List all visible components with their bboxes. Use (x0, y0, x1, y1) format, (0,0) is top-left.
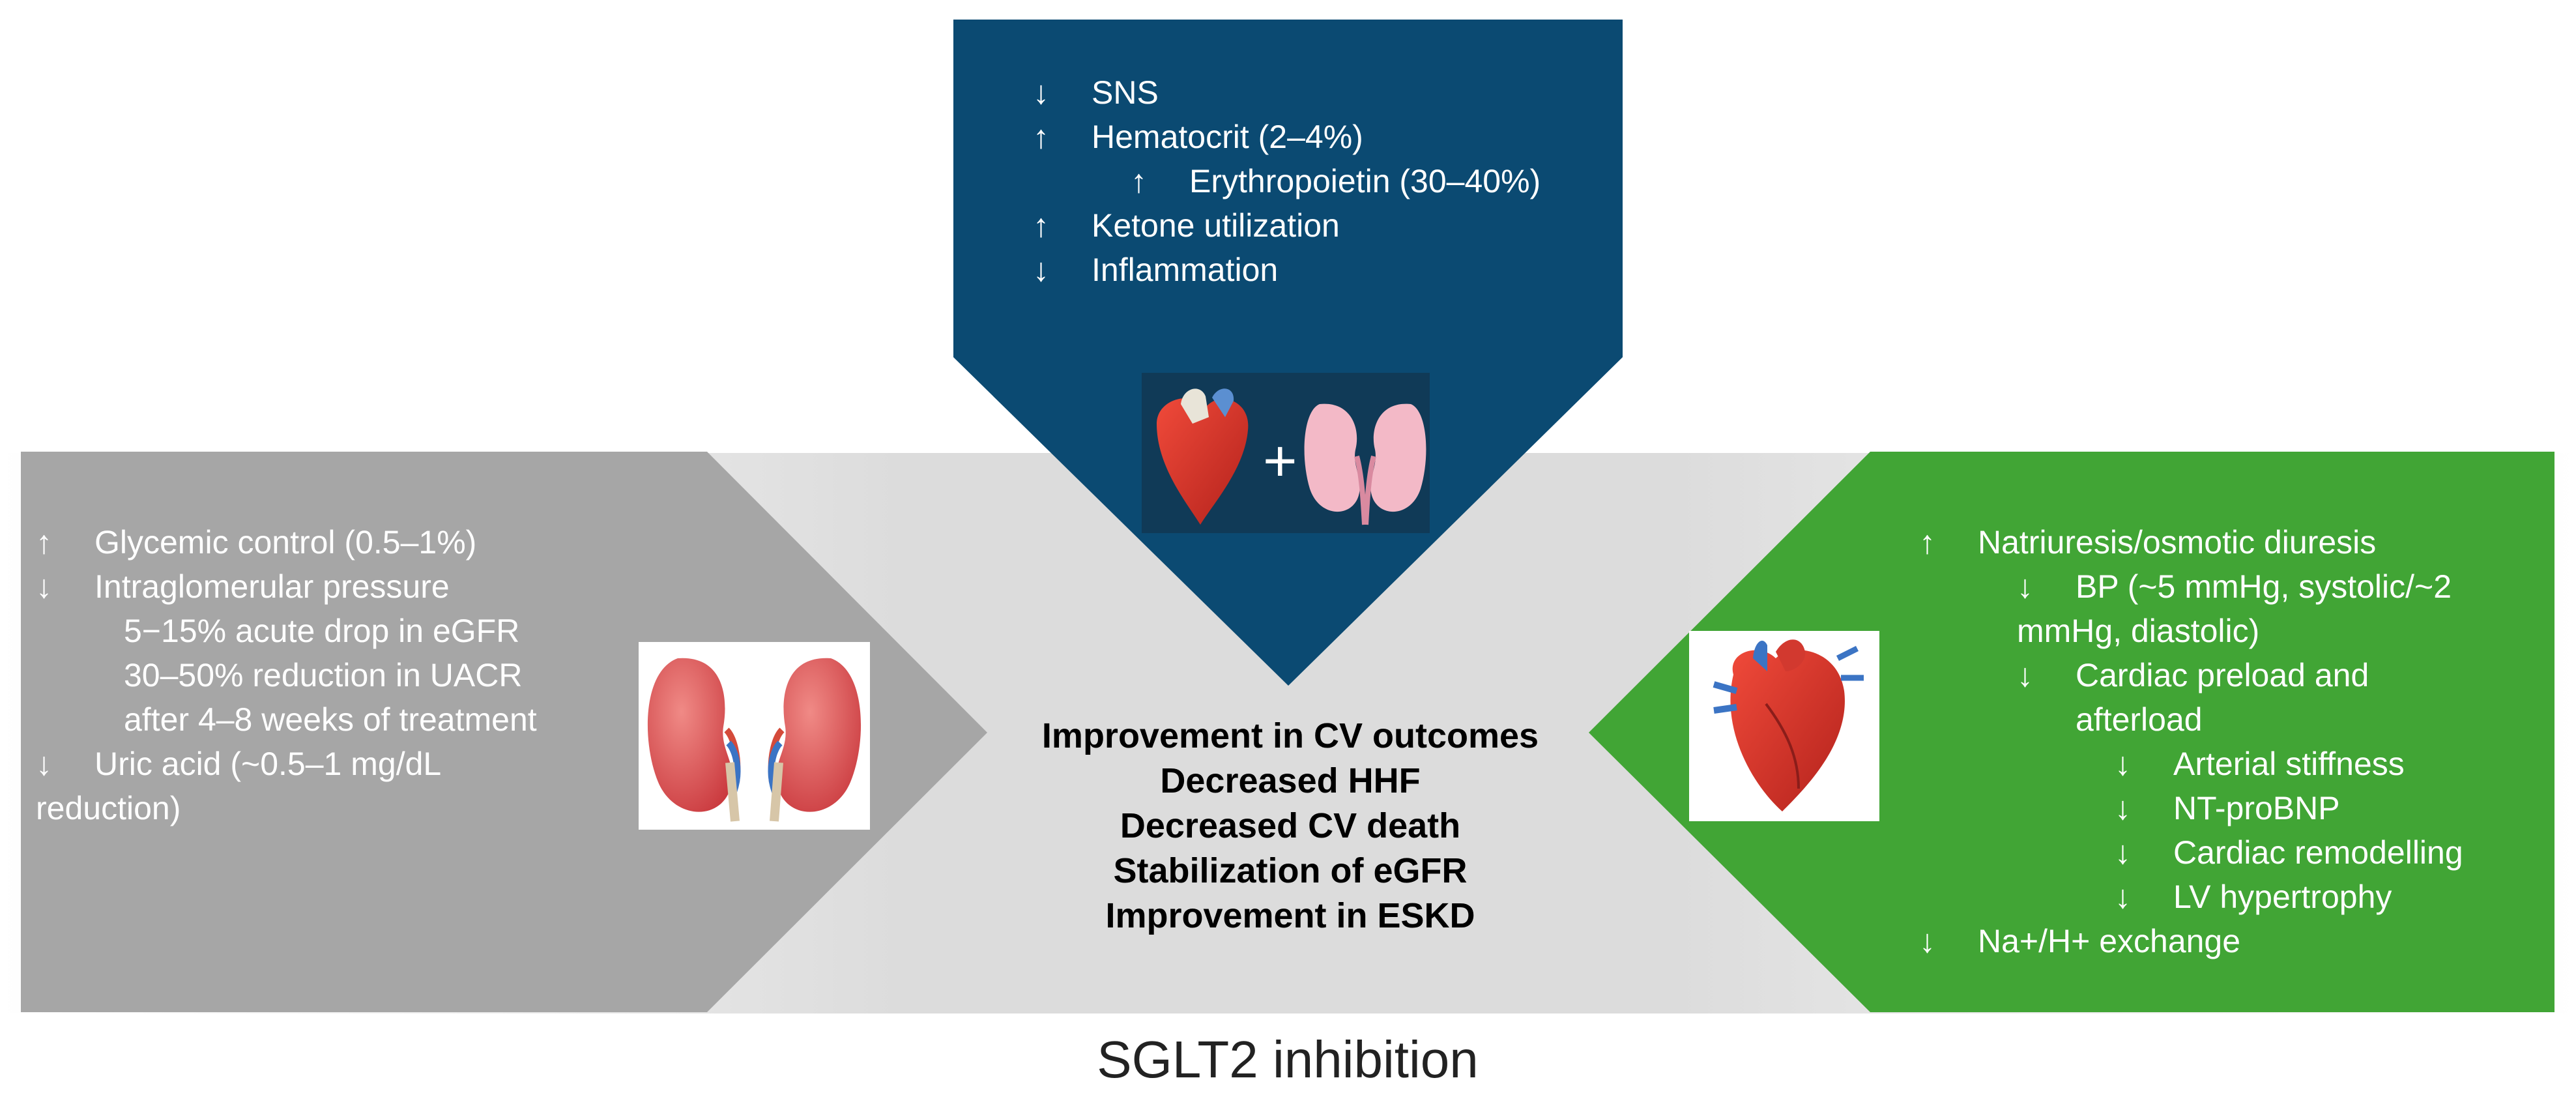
down-arrow-icon: ↓ (36, 568, 52, 605)
down-arrow-icon: ↓ (1919, 923, 1935, 959)
up-arrow-icon: ↑ (36, 524, 52, 561)
list-item: ↑ Ketone utilization (1033, 203, 1619, 248)
down-arrow-icon: ↓ (2115, 834, 2131, 871)
outcome-line: Improvement in ESKD (1105, 896, 1475, 935)
down-arrow-icon: ↓ (1033, 74, 1049, 111)
top-panel-list: ↓ SNS ↑ Hematocrit (2–4%) ↑ Erythropoiet… (1033, 70, 1619, 292)
up-arrow-icon: ↑ (1919, 524, 1935, 561)
list-item: ↓ NT-proBNP (1919, 786, 2571, 830)
outcome-line: Stabilization of eGFR (1113, 851, 1468, 890)
list-item: ↓ Cardiac remodelling (1919, 830, 2571, 875)
list-item: ↓ Arterial stiffness (1919, 742, 2571, 786)
outcome-line: Decreased CV death (1120, 806, 1461, 845)
down-arrow-icon: ↓ (2017, 657, 2033, 693)
list-item: ↑ Glycemic control (0.5–1%) (36, 520, 661, 564)
left-panel-shape (21, 452, 987, 1012)
image-plus-sign: + (1263, 429, 1297, 494)
down-arrow-icon: ↓ (2017, 568, 2033, 605)
kidneys-icon (639, 642, 870, 830)
down-arrow-icon: ↓ (2115, 879, 2131, 915)
list-subitem: 5−15% acute drop in eGFR (124, 613, 520, 649)
list-subitem: 30–50% reduction in UACR (124, 657, 523, 693)
center-outcomes: Improvement in CV outcomes Decreased HHF… (991, 714, 1590, 939)
list-item: ↓ LV hypertrophy (1919, 875, 2571, 919)
list-item: ↑ Erythropoietin (30–40%) (1033, 159, 1619, 203)
list-item: ↓ Intraglomerular pressure (36, 564, 661, 609)
heart-icon (1689, 631, 1879, 821)
down-arrow-icon: ↓ (36, 746, 52, 782)
heart-plus-kidneys-icon: + (1142, 373, 1430, 533)
diagram-caption: SGLT2 inhibition (1097, 1030, 1479, 1088)
list-item: ↓ Inflammation (1033, 248, 1619, 292)
up-arrow-icon: ↑ (1131, 163, 1147, 199)
list-subitem: after 4–8 weeks of treatment (124, 701, 537, 738)
outcome-line: Improvement in CV outcomes (1041, 716, 1539, 755)
top-panel-shape (953, 20, 1623, 686)
up-arrow-icon: ↑ (1033, 207, 1049, 244)
down-arrow-icon: ↓ (2115, 746, 2131, 782)
down-arrow-icon: ↓ (1033, 252, 1049, 288)
list-item: ↑ Hematocrit (2–4%) (1033, 115, 1619, 159)
down-arrow-icon: ↓ (2115, 790, 2131, 826)
list-item: ↓ SNS (1033, 70, 1619, 115)
list-item: ↑ Natriuresis/osmotic diuresis (1919, 520, 2571, 564)
list-item: ↓ Cardiac preload and afterload (1919, 653, 2571, 742)
list-item: ↓ Na+/H+ exchange (1919, 919, 2571, 963)
list-item: ↓ BP (~5 mmHg, systolic/~2 mmHg, diastol… (1919, 564, 2571, 653)
up-arrow-icon: ↑ (1033, 119, 1049, 155)
outcome-line: Decreased HHF (1160, 761, 1421, 800)
right-panel-shape (1589, 452, 2554, 1012)
list-item: ↓ Uric acid (~0.5–1 mg/dL reduction) (36, 742, 661, 830)
right-panel-list: ↑ Natriuresis/osmotic diuresis ↓ BP (~5 … (1919, 520, 2571, 963)
left-panel-list: ↑ Glycemic control (0.5–1%) ↓ Intraglome… (36, 520, 661, 830)
